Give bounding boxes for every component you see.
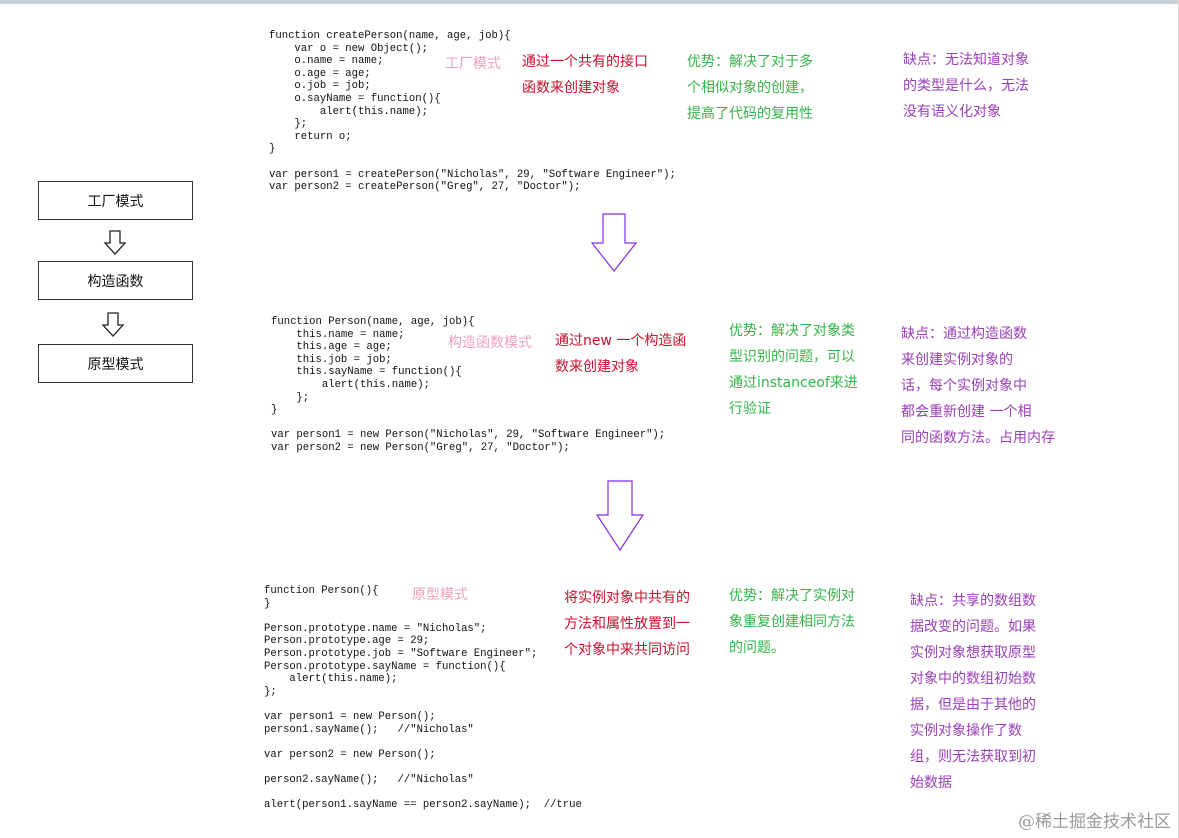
prototype-label: 原型模式	[412, 587, 468, 603]
section-arrow-1-icon	[590, 213, 638, 272]
factory-code-block: function createPerson(name, age, job){ v…	[269, 30, 676, 194]
flow-arrow-2-icon	[101, 312, 125, 337]
section-arrow-2-icon	[595, 480, 645, 552]
prototype-advantages: 优势：解决了实例对 象重复创建相同方法 的问题。	[729, 588, 855, 656]
factory-description: 通过一个共有的接口 函数来创建对象	[522, 54, 648, 96]
flow-box-factory: 工厂模式	[38, 181, 193, 220]
factory-advantages: 优势：解决了对于多 个相似对象的创建， 提高了代码的复用性	[687, 54, 813, 122]
constructor-disadvantages: 缺点：通过构造函数 来创建实例对象的 话，每个实例对象中 都会重新创建 一个相 …	[901, 326, 1055, 446]
factory-disadvantages: 缺点：无法知道对象 的类型是什么，无法 没有语义化对象	[903, 52, 1029, 120]
constructor-label: 构造函数模式	[448, 335, 532, 351]
prototype-code-block: function Person(){ } Person.prototype.na…	[264, 585, 582, 812]
factory-label: 工厂模式	[445, 56, 501, 72]
prototype-disadvantages: 缺点：共享的数组数 据改变的问题。如果 实例对象想获取原型 对象中的数组初始数 …	[910, 593, 1036, 791]
constructor-description: 通过new 一个构造函 数来创建对象	[555, 333, 687, 375]
watermark: @稀土掘金技术社区	[1018, 812, 1171, 832]
top-border	[0, 0, 1179, 4]
flow-box-prototype: 原型模式	[38, 344, 193, 383]
constructor-advantages: 优势：解决了对象类 型识别的问题，可以 通过instanceof来进 行验证	[729, 323, 858, 417]
constructor-code-block: function Person(name, age, job){ this.na…	[271, 316, 666, 454]
flow-box-constructor: 构造函数	[38, 261, 193, 300]
prototype-description: 将实例对象中共有的 方法和属性放置到一 个对象中来共同访问	[564, 590, 690, 658]
flow-arrow-1-icon	[103, 230, 127, 255]
